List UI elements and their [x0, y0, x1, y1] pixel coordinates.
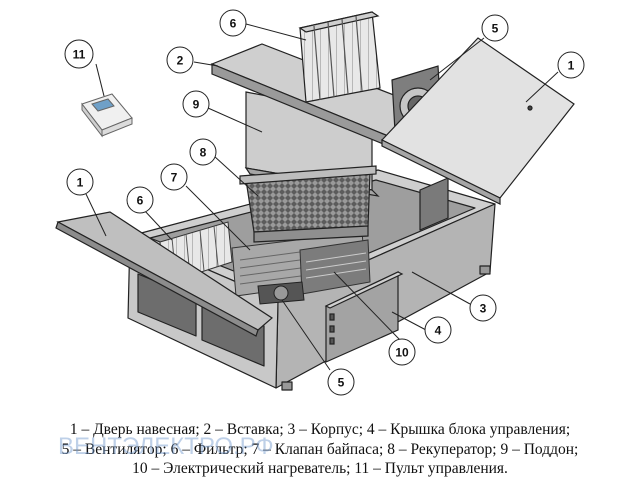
svg-text:3: 3 [480, 302, 487, 316]
parts-legend: 1 – Дверь навесная; 2 – Вставка; 3 – Кор… [0, 420, 640, 479]
callout-3: 3 [469, 294, 497, 322]
leader-8 [213, 155, 259, 197]
electric-heater [299, 239, 371, 295]
callout-6-left: 6 [126, 186, 154, 214]
callout-10: 10 [388, 338, 416, 366]
leader-3 [411, 271, 471, 305]
leader-11 [95, 63, 105, 97]
svg-text:8: 8 [200, 146, 207, 160]
leader-6-left [143, 209, 173, 241]
callout-9: 9 [182, 90, 210, 118]
callout-6-top: 6 [219, 9, 247, 37]
svg-text:6: 6 [230, 17, 237, 31]
svg-text:1: 1 [77, 176, 84, 190]
leader-lines [85, 23, 559, 371]
callout-5-bottom: 5 [327, 368, 355, 396]
svg-text:9: 9 [193, 98, 200, 112]
callout-1-top: 1 [557, 51, 585, 79]
svg-text:4: 4 [435, 324, 442, 338]
side-opening [419, 177, 449, 231]
housing-foot [281, 381, 293, 391]
hinged-door-left [55, 211, 273, 337]
svg-text:7: 7 [171, 171, 178, 185]
recuperator [239, 165, 377, 243]
leader-1-left [85, 193, 107, 237]
leader-6-top [245, 23, 307, 41]
callout-2: 2 [166, 46, 194, 74]
svg-text:5: 5 [338, 376, 345, 390]
callout-8: 8 [189, 138, 217, 166]
leader-7 [185, 185, 251, 251]
lower-fan [257, 281, 305, 305]
callout-11: 11 [64, 39, 94, 69]
control-panel-device [81, 93, 133, 138]
callout-7: 7 [160, 163, 188, 191]
legend-line-2: 5 – Вентилятор; 6 – Фильтр; 7 – Клапан б… [61, 440, 579, 458]
legend-line-1: 1 – Дверь навесная; 2 – Вставка; 3 – Кор… [69, 421, 571, 438]
watermark: ВЕНТЭЛЕКТРО.РФ [58, 433, 274, 460]
top-filter [298, 11, 381, 103]
leader-1-top [525, 71, 559, 103]
leader-4 [391, 311, 427, 331]
svg-text:1: 1 [568, 59, 575, 73]
callout-4: 4 [424, 316, 452, 344]
housing-foot [479, 265, 491, 275]
leader-10 [333, 271, 401, 341]
svg-text:11: 11 [73, 48, 86, 62]
svg-text:5: 5 [492, 22, 499, 36]
leader-5-bottom [281, 299, 331, 371]
svg-text:10: 10 [395, 346, 409, 360]
callout-1-left: 1 [66, 168, 94, 196]
svg-text:2: 2 [177, 54, 184, 68]
svg-text:6: 6 [137, 194, 144, 208]
hinged-door-right [381, 37, 575, 205]
legend-line-3: 10 – Электрический нагреватель; 11 – Пул… [132, 460, 508, 477]
leader-9 [207, 107, 263, 133]
leader-5-top [429, 37, 485, 81]
callout-5-top: 5 [481, 14, 509, 42]
control-block-cover [324, 271, 404, 363]
leader-2 [193, 61, 219, 67]
